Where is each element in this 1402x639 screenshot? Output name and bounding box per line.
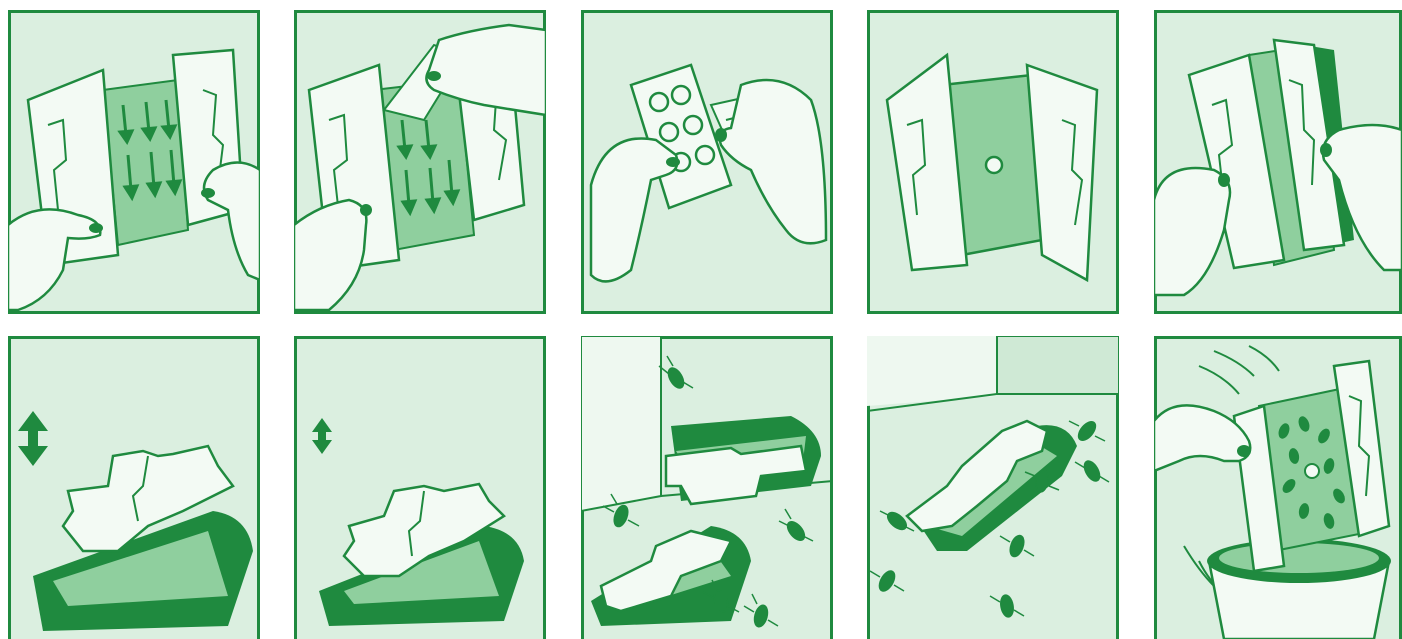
step-panel-9-trap-in-corner bbox=[867, 336, 1119, 639]
cockroaches-approach-trap-icon bbox=[581, 336, 833, 639]
step-panel-8-cockroaches-approach bbox=[581, 336, 833, 639]
step-panel-10-dispose-trap bbox=[1154, 336, 1402, 639]
trap-in-corner-icon bbox=[867, 336, 1119, 639]
step-panel-4-bait-placed bbox=[867, 10, 1119, 314]
step-panel-5-fold-trap bbox=[1154, 10, 1402, 314]
bait-placed-icon bbox=[867, 10, 1119, 314]
step-panel-1-open-trap bbox=[8, 10, 260, 314]
step-panel-6-press-firmly-large bbox=[8, 336, 260, 639]
fold-trap-icon bbox=[1154, 10, 1402, 314]
press-firmly-large-arrow-icon bbox=[8, 336, 260, 639]
open-trap-arrows-icon bbox=[8, 10, 260, 314]
peel-film-icon bbox=[294, 10, 546, 314]
step-panel-7-press-firmly-small bbox=[294, 336, 546, 639]
press-firmly-small-arrow-icon bbox=[294, 336, 546, 639]
step-panel-2-peel-film bbox=[294, 10, 546, 314]
step-panel-3-bait-tablets bbox=[581, 10, 833, 314]
bait-tablets-icon bbox=[581, 10, 833, 314]
dispose-trap-icon bbox=[1154, 336, 1402, 639]
